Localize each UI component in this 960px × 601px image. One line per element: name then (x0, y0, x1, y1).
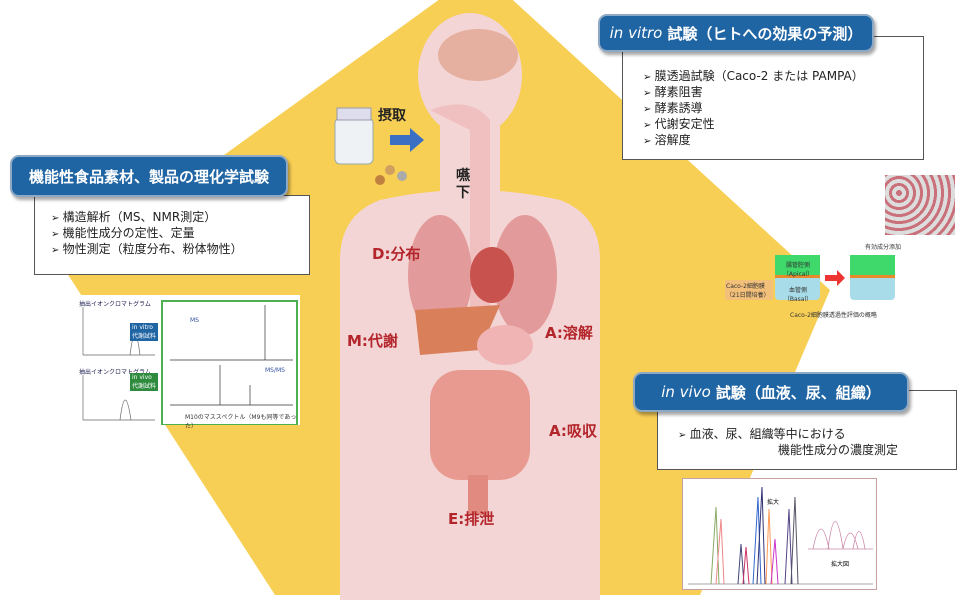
pill-bottle (334, 117, 374, 165)
stage-metabolism: M:代謝 (347, 332, 398, 350)
list-item: 溶解度 (643, 133, 923, 149)
swallow-label: 嚥 下 (456, 168, 470, 201)
physchem-header: 機能性食品素材、製品の理化学試験 (10, 155, 288, 197)
intestine (430, 370, 530, 480)
invivo-title-italic: in vivo (661, 383, 711, 401)
invivo-title: 試験（血液、尿、組織） (715, 383, 881, 402)
caco2-caption: Caco-2細胞膜透過性評価の概略 (790, 312, 877, 319)
caco2-figure: Caco-2細胞膜（21日間培養） 腸管腔側（Apical） 血管側（Basal… (725, 230, 955, 325)
tag-in-vivo: in vivo 代謝試料 (130, 373, 158, 391)
stage-absorption: A:吸収 (549, 422, 597, 440)
caco2-membrane-label: Caco-2細胞膜（21日間培養） (725, 280, 773, 300)
invivo-line2: 機能性成分の濃度測定 (778, 443, 899, 457)
brain (438, 29, 518, 81)
zoom-label: 拡大 (767, 499, 780, 506)
chromatogram-figure: 拡大 拡大図 (682, 478, 877, 590)
tag-in-vitro: in vitro 代謝試料 (130, 323, 158, 341)
list-item: 酵素阻害 (643, 85, 923, 101)
arrow-icon (390, 128, 424, 152)
ms-figure: 抽出イオンクロマトグラム 抽出イオンクロマトグラム in vitro 代謝試料 … (75, 295, 300, 430)
stage-excretion: E:排泄 (448, 510, 495, 528)
invitro-title: 試験（ヒトへの効果の予測） (667, 24, 863, 43)
list-item: 酵素誘導 (643, 101, 923, 117)
well-plate-photo (885, 175, 955, 235)
msms-label: MS/MS (265, 367, 285, 374)
stage-dissolution: A:溶解 (545, 324, 593, 342)
physchem-box: 構造解析（MS、NMR測定）機能性成分の定性、定量物性測定（粒度分布、粉体物性） (34, 195, 310, 275)
rectum (468, 475, 488, 515)
list-item: 物性測定（粒度分布、粉体物性） (51, 242, 309, 258)
stomach (477, 325, 533, 365)
ms-caption: M10のマススペクトル（M9も同等であった） (185, 414, 297, 430)
enlarged-label: 拡大図 (831, 561, 850, 568)
lung-left (408, 215, 472, 335)
physchem-title: 機能性食品素材、製品の理化学試験 (28, 167, 269, 186)
add-label: 有効成分添加 (865, 244, 902, 251)
heart (470, 247, 514, 303)
invivo-line1: 血液、尿、組織等中における (689, 427, 846, 441)
chrom1-title: 抽出イオンクロマトグラム (79, 301, 151, 308)
basal-label: 血管側（Basal） (783, 287, 813, 303)
lung-right (493, 215, 557, 335)
apical-label: 腸管腔側（Apical） (782, 262, 814, 278)
list-item: 膜透過試験（Caco-2 または PAMPA） (643, 69, 923, 85)
intake-label: 摂取 (378, 108, 406, 124)
chrom2-title: 抽出イオンクロマトグラム (79, 369, 151, 376)
list-item: 代謝安定性 (643, 117, 923, 133)
invitro-title-italic: in vitro (609, 24, 663, 42)
list-item: 機能性成分の定性、定量 (51, 226, 309, 242)
invitro-box: 膜透過試験（Caco-2 または PAMPA）酵素阻害酵素誘導代謝安定性溶解度 (622, 36, 924, 160)
list-item: 構造解析（MS、NMR測定） (51, 210, 309, 226)
ms-label: MS (190, 317, 199, 324)
stage-distribution: D:分布 (372, 245, 421, 263)
